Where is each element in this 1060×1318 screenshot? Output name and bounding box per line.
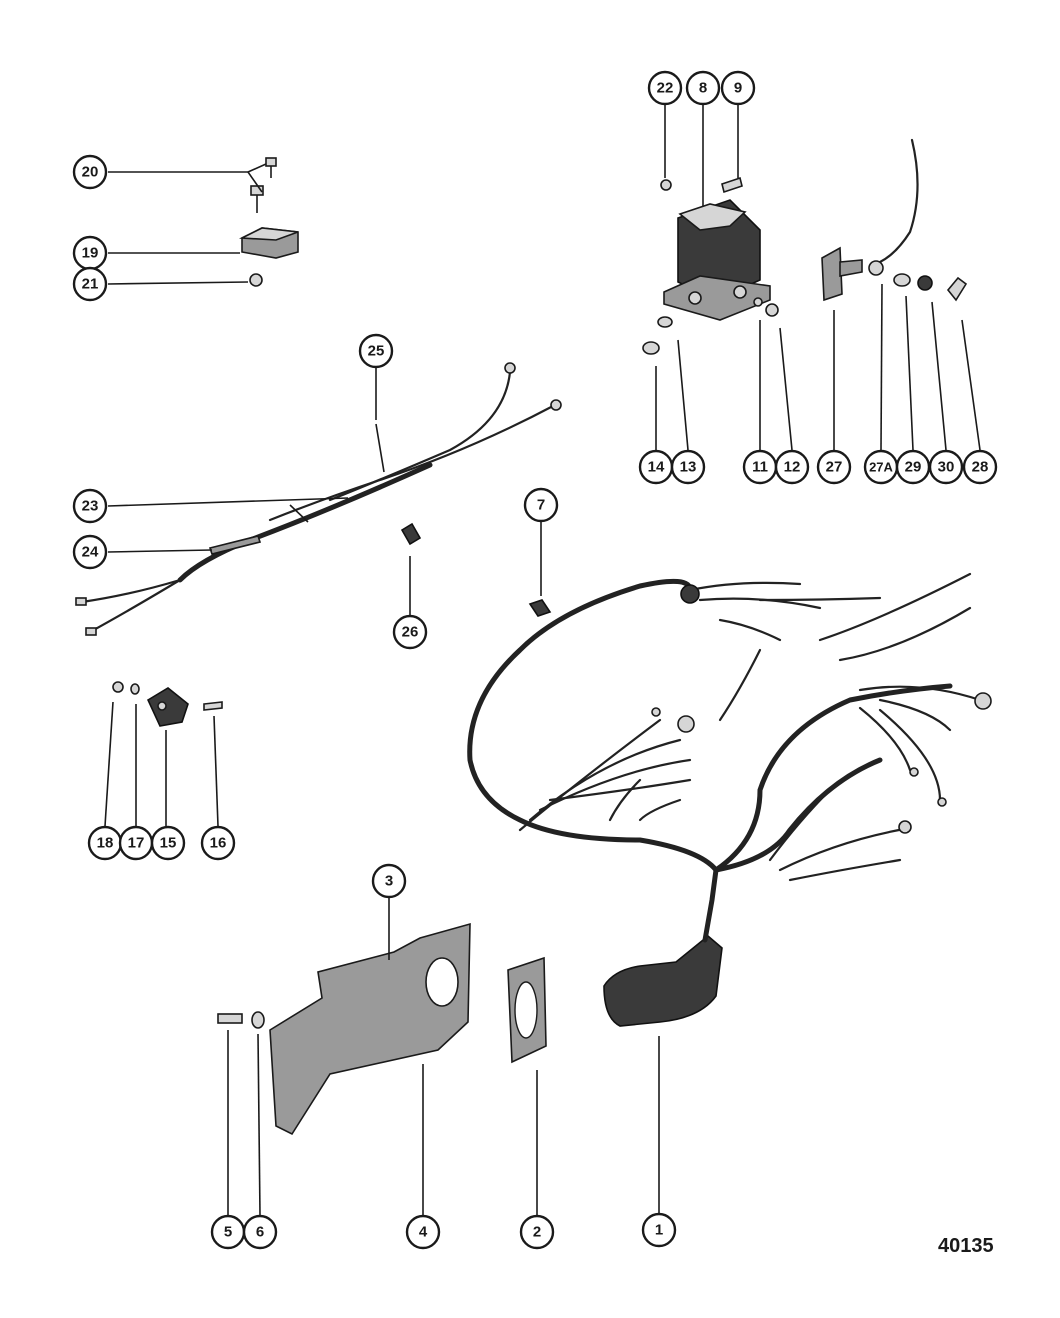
svg-text:5: 5 bbox=[224, 1224, 232, 1241]
terminal-block-part-19 bbox=[238, 227, 299, 259]
washer-part-13 bbox=[657, 316, 673, 328]
svg-text:28: 28 bbox=[972, 459, 989, 476]
callout-27: 27 bbox=[816, 449, 852, 485]
svg-text:15: 15 bbox=[160, 835, 177, 852]
svg-text:27: 27 bbox=[826, 459, 843, 476]
callout-29: 29 bbox=[895, 449, 931, 485]
svg-text:2: 2 bbox=[533, 1224, 541, 1241]
svg-text:9: 9 bbox=[734, 80, 742, 97]
drawing-number: 40135 bbox=[938, 1235, 994, 1257]
svg-text:6: 6 bbox=[256, 1224, 264, 1241]
svg-text:30: 30 bbox=[938, 459, 955, 476]
callout-17: 17 bbox=[118, 825, 154, 861]
callout-27A: 27A bbox=[863, 449, 899, 485]
svg-text:7: 7 bbox=[537, 497, 545, 514]
callout-2: 2 bbox=[519, 1214, 555, 1250]
bracket-part-27 bbox=[821, 246, 863, 302]
gasket-part-2 bbox=[507, 956, 547, 1064]
washer-part-11 bbox=[753, 297, 763, 307]
callout-26: 26 bbox=[392, 614, 428, 650]
callout-8: 8 bbox=[685, 70, 721, 106]
callout-4: 4 bbox=[405, 1214, 441, 1250]
callout-11: 11 bbox=[742, 449, 778, 485]
nut-part-22 bbox=[660, 179, 672, 191]
wiring-harness-part-1 bbox=[467, 572, 992, 1027]
svg-text:25: 25 bbox=[368, 343, 385, 360]
svg-text:17: 17 bbox=[128, 835, 145, 852]
bolt-part-5 bbox=[217, 1013, 243, 1024]
washer-part-29 bbox=[893, 273, 911, 287]
svg-text:13: 13 bbox=[680, 459, 697, 476]
callout-28: 28 bbox=[962, 449, 998, 485]
screw-part-9 bbox=[721, 176, 743, 194]
lockwasher-part-17 bbox=[130, 683, 140, 695]
callout-25: 25 bbox=[358, 333, 394, 369]
svg-text:26: 26 bbox=[402, 624, 419, 641]
callout-6: 6 bbox=[242, 1214, 278, 1250]
callout-7: 7 bbox=[523, 487, 559, 523]
callout-12: 12 bbox=[774, 449, 810, 485]
solenoid-part-8 bbox=[663, 199, 771, 321]
washer-part-6 bbox=[251, 1011, 265, 1029]
callout-3: 3 bbox=[371, 863, 407, 899]
callout-18: 18 bbox=[87, 825, 123, 861]
callout-16: 16 bbox=[200, 825, 236, 861]
clip-part-26 bbox=[400, 522, 422, 546]
svg-text:18: 18 bbox=[97, 835, 114, 852]
callout-13: 13 bbox=[670, 449, 706, 485]
svg-text:1: 1 bbox=[655, 1222, 663, 1239]
nut-part-14 bbox=[642, 341, 660, 355]
callout-30: 30 bbox=[928, 449, 964, 485]
svg-text:19: 19 bbox=[82, 245, 99, 262]
callout-19: 19 bbox=[72, 235, 108, 271]
svg-text:12: 12 bbox=[784, 459, 801, 476]
washer-part-18 bbox=[112, 681, 124, 693]
tie-strap-part-25 bbox=[375, 423, 385, 473]
nut-part-30 bbox=[917, 275, 933, 291]
cable-part-27A bbox=[868, 138, 919, 276]
terminal-part-28 bbox=[946, 276, 968, 302]
svg-text:23: 23 bbox=[82, 498, 99, 515]
svg-text:27A: 27A bbox=[869, 460, 893, 475]
svg-text:4: 4 bbox=[419, 1224, 428, 1241]
svg-text:29: 29 bbox=[905, 459, 922, 476]
callout-23: 23 bbox=[72, 488, 108, 524]
svg-text:24: 24 bbox=[82, 544, 99, 561]
callout-14: 14 bbox=[638, 449, 674, 485]
mounting-bracket-part-4 bbox=[269, 922, 471, 1136]
callout-24: 24 bbox=[72, 534, 108, 570]
clip-part-7 bbox=[528, 599, 552, 617]
nut-part-21 bbox=[249, 273, 263, 287]
callout-20: 20 bbox=[72, 154, 108, 190]
svg-text:20: 20 bbox=[82, 164, 99, 181]
callout-5: 5 bbox=[210, 1214, 246, 1250]
callout-1: 1 bbox=[641, 1212, 677, 1248]
screw-part-16 bbox=[203, 701, 223, 711]
sleeve-part-24 bbox=[208, 535, 262, 555]
callout-9: 9 bbox=[720, 70, 756, 106]
callout-22: 22 bbox=[647, 70, 683, 106]
svg-text:3: 3 bbox=[385, 873, 393, 890]
callout-15: 15 bbox=[150, 825, 186, 861]
svg-text:14: 14 bbox=[648, 459, 665, 476]
harness-part-23 bbox=[75, 362, 562, 636]
screw-part-20 bbox=[250, 157, 277, 213]
svg-text:21: 21 bbox=[82, 276, 99, 293]
svg-text:16: 16 bbox=[210, 835, 227, 852]
terminal-block-part-15 bbox=[146, 687, 189, 727]
leader-lines bbox=[104, 105, 981, 1216]
callout-21: 21 bbox=[72, 266, 108, 302]
svg-text:8: 8 bbox=[699, 80, 707, 97]
nut-part-12 bbox=[765, 303, 779, 317]
svg-text:11: 11 bbox=[752, 459, 768, 476]
svg-text:22: 22 bbox=[657, 80, 674, 97]
